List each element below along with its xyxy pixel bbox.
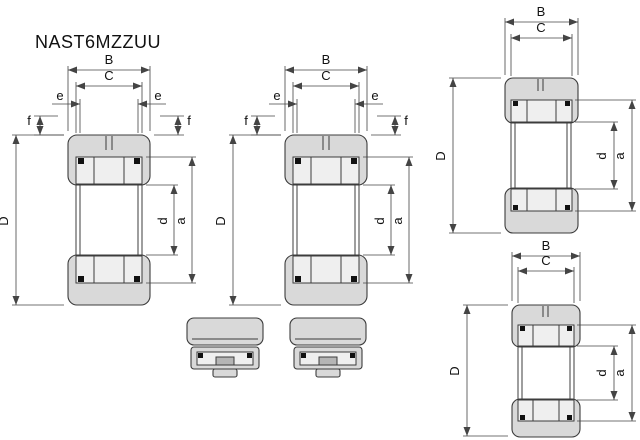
seal-cross-section [134, 158, 140, 164]
dim-label-b: B [105, 52, 114, 67]
dim-label-f-left: f [27, 113, 31, 128]
outer-ring-end-view [186, 317, 264, 346]
seal-cross-section [247, 353, 252, 358]
dim-label-bore-diameter: d [594, 152, 609, 159]
dim-label-f-right: f [187, 113, 191, 128]
roller-assembly-bottom [75, 255, 143, 284]
dim-label-e-left: e [56, 88, 63, 103]
dim-label-e-right: e [154, 88, 161, 103]
bottom-tab [212, 368, 238, 378]
dim-label-a: a [612, 152, 627, 160]
dim-label-outer-diameter: D [447, 366, 462, 375]
dim-label-outer-diameter: D [0, 216, 11, 225]
dim-label-b: B [537, 4, 546, 19]
seal-cross-section [78, 276, 84, 282]
dim-label-outer-diameter: D [433, 151, 448, 160]
roller-assembly-top [510, 99, 573, 123]
dim-label-a: a [173, 217, 188, 225]
part-number-title: NAST6MZZUU [35, 32, 161, 52]
seal-cross-section [520, 415, 525, 420]
dim-label-c: C [104, 68, 113, 83]
roller-assembly-top [75, 156, 143, 185]
seal-cross-section [565, 101, 570, 106]
seal-cross-section [567, 326, 572, 331]
front-view-middle [213, 52, 413, 305]
seal-cross-section [565, 205, 570, 210]
front-view-left: B C e e f f D d a [0, 52, 196, 306]
dim-label-c: C [541, 253, 550, 268]
seal-cross-section [513, 101, 518, 106]
front-view-top-right: B C D d a [433, 4, 636, 234]
seal-cross-section [134, 276, 140, 282]
dim-label-b: B [542, 238, 551, 253]
hub-detail [215, 356, 235, 366]
roller-assembly-bottom [517, 399, 575, 422]
seal-cross-section [520, 326, 525, 331]
end-view-left [186, 317, 264, 378]
front-view-bottom-right: B C D d a [447, 238, 636, 438]
end-view-right [289, 317, 367, 378]
roller-assembly-top [517, 324, 575, 347]
dim-label-c: C [536, 20, 545, 35]
dim-label-bore-diameter: d [155, 217, 170, 224]
seal-cross-section [198, 353, 203, 358]
dim-label-a: a [612, 369, 627, 377]
seal-cross-section [78, 158, 84, 164]
roller-assembly-bottom [510, 188, 573, 212]
seal-cross-section [513, 205, 518, 210]
seal-cross-section [567, 415, 572, 420]
dim-label-bore-diameter: d [594, 369, 609, 376]
